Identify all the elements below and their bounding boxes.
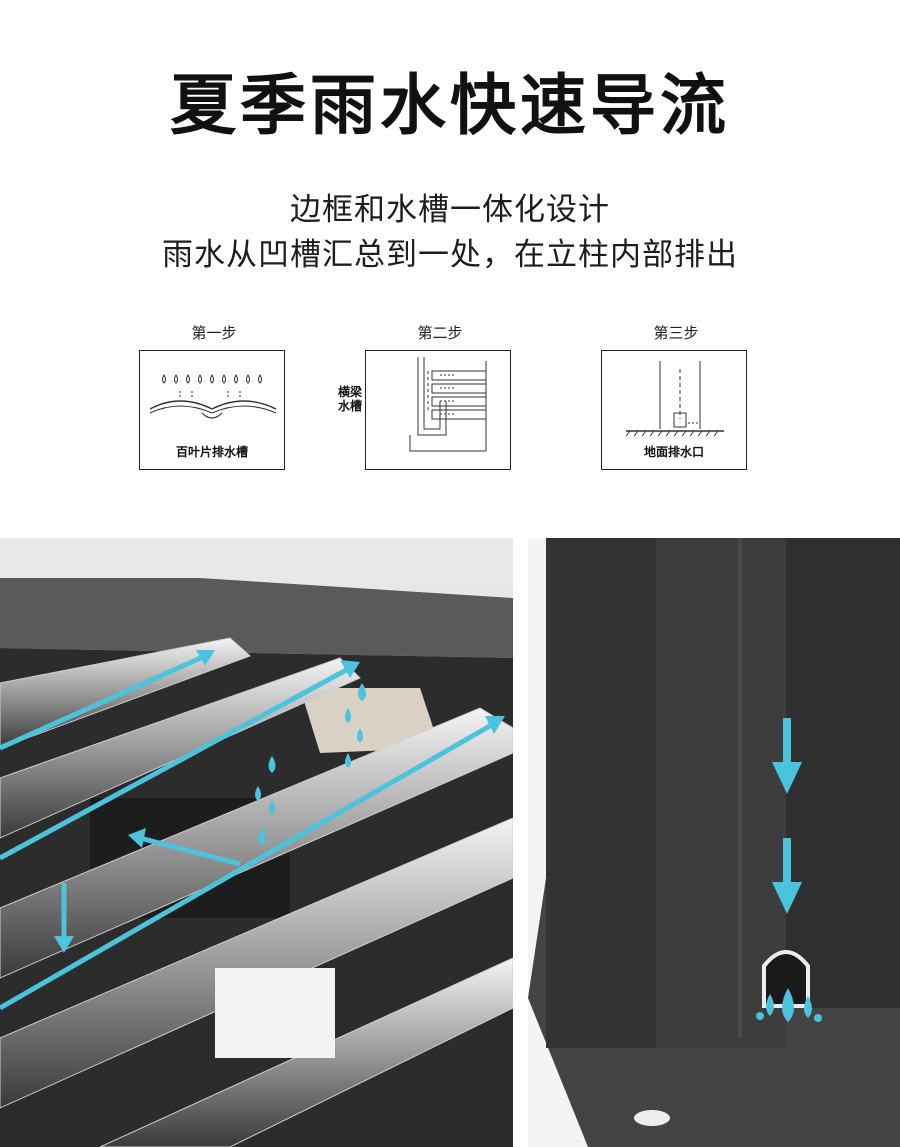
beam-gutter-diagram: 横梁 水槽 bbox=[338, 350, 511, 470]
step-3: 第三步 地面排水口 bbox=[601, 322, 751, 470]
subtitle-line-1: 边框和水槽一体化设计 bbox=[290, 192, 610, 228]
step-1: 第一步 bbox=[139, 322, 289, 470]
step-1-label: 第一步 bbox=[191, 324, 237, 342]
louver-drainage-diagram: 百叶片排水槽 bbox=[139, 350, 285, 470]
page-title: 夏季雨水快速导流 bbox=[170, 66, 730, 144]
step-2: 第二步 横梁 水槽 bbox=[338, 322, 515, 470]
step-2-caption: 横梁 水槽 bbox=[300, 385, 400, 413]
louver-roof-photo bbox=[0, 538, 513, 1147]
ground-outlet-diagram: 地面排水口 bbox=[601, 350, 747, 470]
step-3-label: 第三步 bbox=[653, 324, 699, 342]
subtitle-line-2: 雨水从凹槽汇总到一处，在立柱内部排出 bbox=[162, 237, 738, 273]
post-outlet-photo bbox=[528, 538, 900, 1147]
step-2-caption-line-1: 横梁 bbox=[337, 385, 362, 399]
raindrop-icons bbox=[162, 374, 262, 384]
step-3-caption: 地面排水口 bbox=[643, 445, 704, 459]
step-2-caption-line-2: 水槽 bbox=[337, 399, 362, 413]
step-2-label: 第二步 bbox=[417, 324, 463, 342]
step-1-caption: 百叶片排水槽 bbox=[175, 445, 248, 459]
